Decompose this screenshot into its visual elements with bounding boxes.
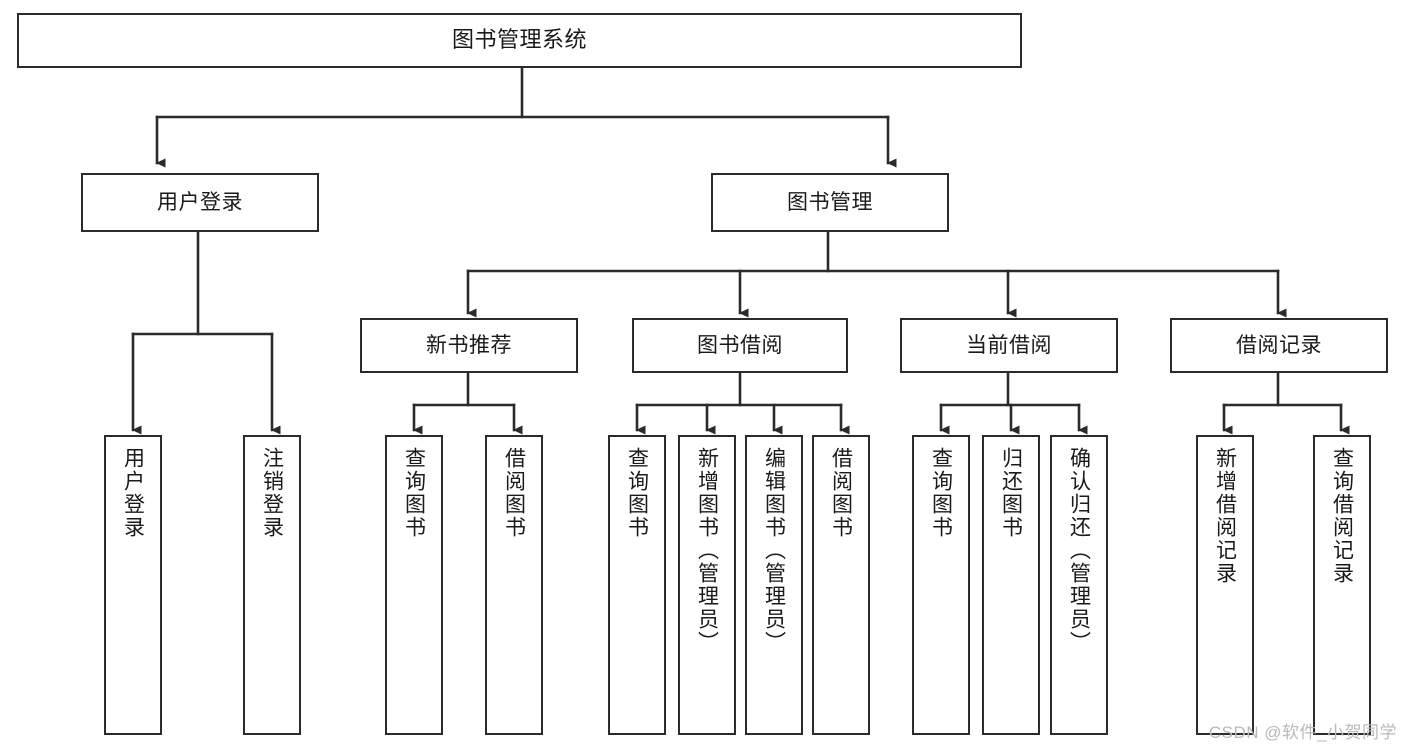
csdn-watermark: CSDN @软件_小贺同学 xyxy=(1208,723,1397,742)
leaf-add-borrow-record[interactable]: 新增借阅记录 xyxy=(1196,435,1254,735)
leaf-add-book[interactable]: 新增图书（管理员） xyxy=(678,435,736,735)
leaf-label: 借阅图书 xyxy=(502,447,526,539)
node-borrow-record[interactable]: 借阅记录 xyxy=(1170,318,1388,373)
leaf-label: 归还图书 xyxy=(999,447,1023,539)
node-book-manage[interactable]: 图书管理 xyxy=(711,173,949,232)
leaf-borrow-book[interactable]: 借阅图书 xyxy=(812,435,870,735)
leaf-label: 确认归还（管理员） xyxy=(1067,447,1091,654)
node-book-borrow[interactable]: 图书借阅 xyxy=(632,318,848,373)
node-current-borrow[interactable]: 当前借阅 xyxy=(900,318,1118,373)
leaf-confirm-return[interactable]: 确认归还（管理员） xyxy=(1050,435,1108,735)
leaf-return-book[interactable]: 归还图书 xyxy=(982,435,1040,735)
leaf-label: 查询图书 xyxy=(929,447,953,539)
leaf-label: 新增图书（管理员） xyxy=(695,447,719,654)
node-user-login[interactable]: 用户登录 xyxy=(81,173,319,232)
leaf-user-login[interactable]: 用户登录 xyxy=(104,435,162,735)
leaf-query-book-new-recommend[interactable]: 查询图书 xyxy=(385,435,443,735)
leaf-label: 用户登录 xyxy=(121,447,145,539)
leaf-query-book-current[interactable]: 查询图书 xyxy=(912,435,970,735)
node-root-system[interactable]: 图书管理系统 xyxy=(17,13,1022,68)
leaf-label: 借阅图书 xyxy=(829,447,853,539)
leaf-label: 查询图书 xyxy=(402,447,426,539)
leaf-query-borrow-record[interactable]: 查询借阅记录 xyxy=(1313,435,1371,735)
leaf-label: 查询借阅记录 xyxy=(1330,447,1354,585)
leaf-borrow-book-new-recommend[interactable]: 借阅图书 xyxy=(485,435,543,735)
leaf-label: 新增借阅记录 xyxy=(1213,447,1237,585)
leaf-edit-book[interactable]: 编辑图书（管理员） xyxy=(745,435,803,735)
node-new-book-recommend[interactable]: 新书推荐 xyxy=(360,318,578,373)
leaf-query-book-borrow[interactable]: 查询图书 xyxy=(608,435,666,735)
leaf-label: 编辑图书（管理员） xyxy=(762,447,786,654)
leaf-logout[interactable]: 注销登录 xyxy=(243,435,301,735)
leaf-label: 查询图书 xyxy=(625,447,649,539)
leaf-label: 注销登录 xyxy=(260,447,284,539)
